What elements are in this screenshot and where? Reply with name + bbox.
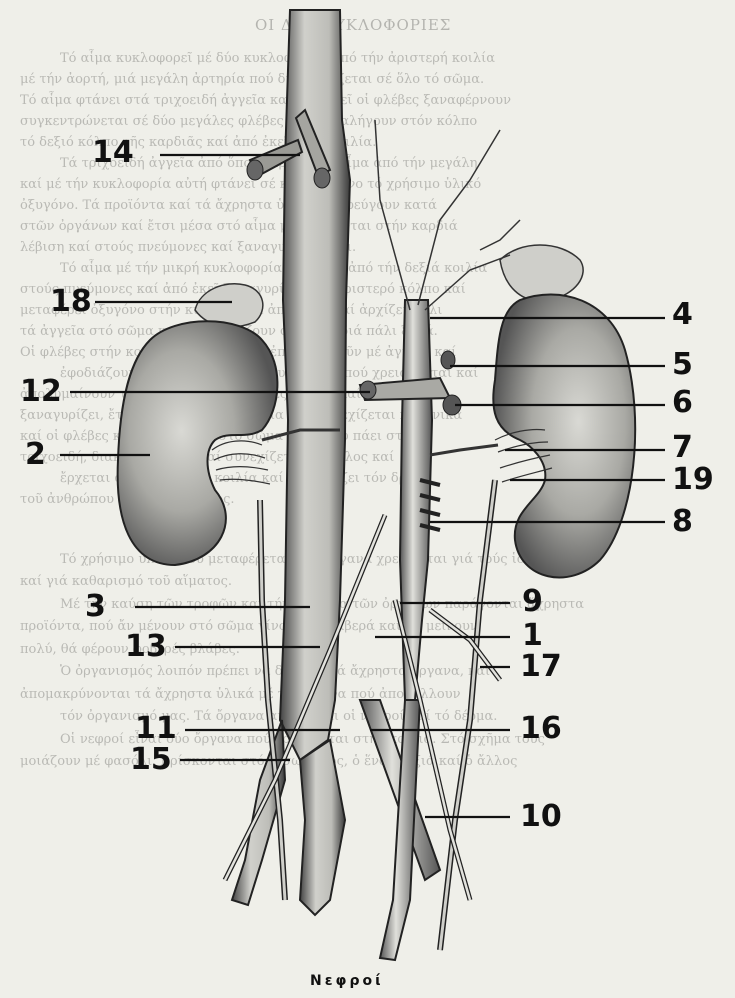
label-18: 18	[50, 287, 92, 317]
label-3: 3	[85, 592, 106, 622]
adrenal-vessels	[375, 120, 520, 310]
label-14: 14	[92, 138, 134, 168]
label-12: 12	[20, 377, 62, 407]
right-kidney	[493, 294, 635, 577]
label-1: 1	[522, 621, 543, 651]
label-16: 16	[520, 714, 562, 744]
label-17: 17	[520, 652, 562, 682]
label-19: 19	[672, 465, 714, 495]
label-11: 11	[135, 714, 177, 744]
label-13: 13	[125, 632, 167, 662]
vessel-cut-12	[360, 381, 376, 399]
right-adrenal-gland	[500, 245, 583, 301]
label-4: 4	[672, 300, 693, 330]
figure-caption: Νεφροί	[310, 973, 384, 989]
label-5: 5	[672, 350, 693, 380]
label-6: 6	[672, 388, 693, 418]
label-9: 9	[522, 587, 543, 617]
label-8: 8	[672, 507, 693, 537]
label-7: 7	[672, 433, 693, 463]
left-kidney	[118, 321, 278, 565]
label-2: 2	[25, 440, 46, 470]
label-15: 15	[130, 745, 172, 775]
label-10: 10	[520, 802, 562, 832]
